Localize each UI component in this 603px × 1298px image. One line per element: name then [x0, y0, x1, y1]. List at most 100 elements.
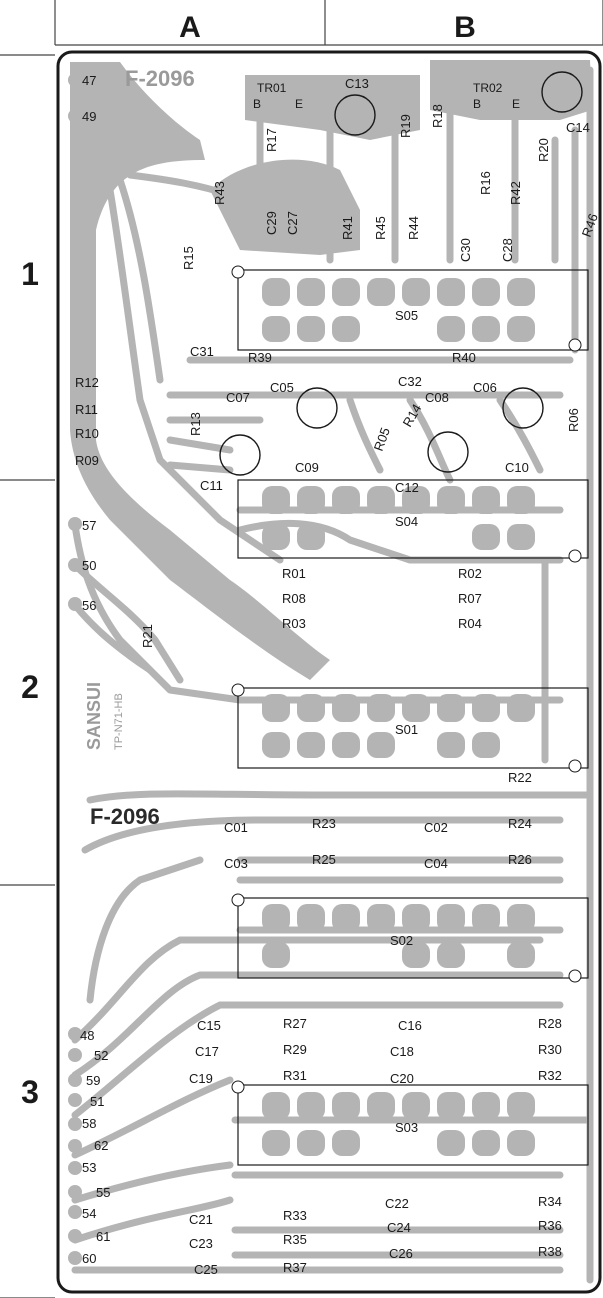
connector-label-55: 55: [96, 1185, 110, 1200]
cap-label-c25: C25: [194, 1262, 218, 1277]
res-label-r02: R02: [458, 566, 482, 581]
res-label-r08: R08: [282, 591, 306, 606]
cap-label-c07: C07: [226, 390, 250, 405]
res-label-r09: R09: [75, 453, 99, 468]
switch-label-s03: S03: [395, 1120, 418, 1135]
res-label-r41: R41: [340, 216, 355, 240]
res-label-r15: R15: [181, 246, 196, 270]
res-label-r19: R19: [398, 114, 413, 138]
res-label-r39: R39: [248, 350, 272, 365]
res-label-r20: R20: [536, 138, 551, 162]
switch-label-s04: S04: [395, 514, 418, 529]
res-label-r34: R34: [538, 1194, 562, 1209]
connector-label-57: 57: [82, 518, 96, 533]
res-label-r23: R23: [312, 816, 336, 831]
res-label-r04: R04: [458, 616, 482, 631]
res-label-r25: R25: [312, 852, 336, 867]
row-label-3: 3: [21, 1074, 39, 1110]
connector-label-47: 47: [82, 73, 96, 88]
switch-label-s01: S01: [395, 722, 418, 737]
cap-label-c28: C28: [500, 238, 515, 262]
cap-label-c23: C23: [189, 1236, 213, 1251]
connector-label-62: 62: [94, 1138, 108, 1153]
cap-label-c17: C17: [195, 1044, 219, 1059]
switch-s02: [231, 893, 589, 983]
board-model: TP-N71-HB: [113, 693, 125, 750]
res-label-r45: R45: [373, 216, 388, 240]
cap-label-c21: C21: [189, 1212, 213, 1227]
res-label-r17: R17: [264, 128, 279, 152]
switch-label-s02: S02: [390, 933, 413, 948]
cap-label-c19: C19: [189, 1071, 213, 1086]
connector-label-53: 53: [82, 1160, 96, 1175]
connector-label-58: 58: [82, 1116, 96, 1131]
cap-label-c08: C08: [425, 390, 449, 405]
cap-label-c27: C27: [285, 211, 300, 235]
switch-label-s05: S05: [395, 308, 418, 323]
cap-label-c30: C30: [458, 238, 473, 262]
cap-label-c02: C02: [424, 820, 448, 835]
res-label-r06: R06: [566, 408, 581, 432]
cap-label-c24: C24: [387, 1220, 411, 1235]
column-label-a: A: [179, 11, 201, 44]
connector-label-52: 52: [94, 1048, 108, 1063]
res-label-r28: R28: [538, 1016, 562, 1031]
tr01-label: TR01: [257, 81, 287, 95]
row-label-2: 2: [21, 669, 39, 705]
connector-label-59: 59: [86, 1073, 100, 1088]
res-label-r27: R27: [283, 1016, 307, 1031]
cap-label-c31: C31: [190, 344, 214, 359]
cap-label-c26: C26: [389, 1246, 413, 1261]
switch-s04: [237, 479, 589, 563]
electrolytic-capacitor-bodies: [219, 71, 583, 476]
cap-label-c03: C03: [224, 856, 248, 871]
copper-pours: [70, 60, 592, 680]
switch-s01: [231, 683, 589, 773]
connector-label-60: 60: [82, 1251, 96, 1266]
transistor-tr02: TR02 B E: [473, 81, 520, 111]
cap-label-c16: C16: [398, 1018, 422, 1033]
connector-label-61: 61: [96, 1229, 110, 1244]
cap-label-c29: C29: [264, 211, 279, 235]
res-label-r24: R24: [508, 816, 532, 831]
cap-label-c15: C15: [197, 1018, 221, 1033]
cap-label-c18: C18: [390, 1044, 414, 1059]
cap-label-c14: C14: [566, 120, 590, 135]
res-label-r42: R42: [508, 181, 523, 205]
res-label-r30: R30: [538, 1042, 562, 1057]
res-label-r35: R35: [283, 1232, 307, 1247]
res-label-r36: R36: [538, 1218, 562, 1233]
res-label-r37: R37: [283, 1260, 307, 1275]
res-label-r26: R26: [508, 852, 532, 867]
row-label-1: 1: [21, 256, 39, 292]
res-label-r03: R03: [282, 616, 306, 631]
res-label-r11: R11: [75, 402, 98, 417]
res-label-r21: R21: [140, 624, 155, 648]
res-label-r33: R33: [283, 1208, 307, 1223]
cap-label-c22: C22: [385, 1196, 409, 1211]
res-label-r10: R10: [75, 426, 99, 441]
cap-label-c11: C11: [200, 478, 223, 493]
connector-label-50: 50: [82, 558, 96, 573]
tr02-e: E: [512, 97, 520, 111]
res-label-r18: R18: [430, 104, 445, 128]
cap-label-c32: C32: [398, 374, 422, 389]
connector-label-56: 56: [82, 598, 96, 613]
res-label-r43: R43: [212, 181, 227, 205]
tr02-b: B: [473, 97, 481, 111]
cap-label-c12: C12: [395, 480, 419, 495]
res-label-r07: R07: [458, 591, 482, 606]
cap-label-c10: C10: [505, 460, 529, 475]
res-label-r44: R44: [406, 216, 421, 240]
res-label-r32: R32: [538, 1068, 562, 1083]
cap-label-c20: C20: [390, 1071, 414, 1086]
cap-label-c06: C06: [473, 380, 497, 395]
connector-label-51: 51: [90, 1094, 104, 1109]
res-label-r38: R38: [538, 1244, 562, 1259]
switch-s05: [231, 265, 589, 352]
switch-s03: [231, 1080, 589, 1166]
res-label-r16: R16: [478, 171, 493, 195]
connector-label-49: 49: [82, 109, 96, 124]
